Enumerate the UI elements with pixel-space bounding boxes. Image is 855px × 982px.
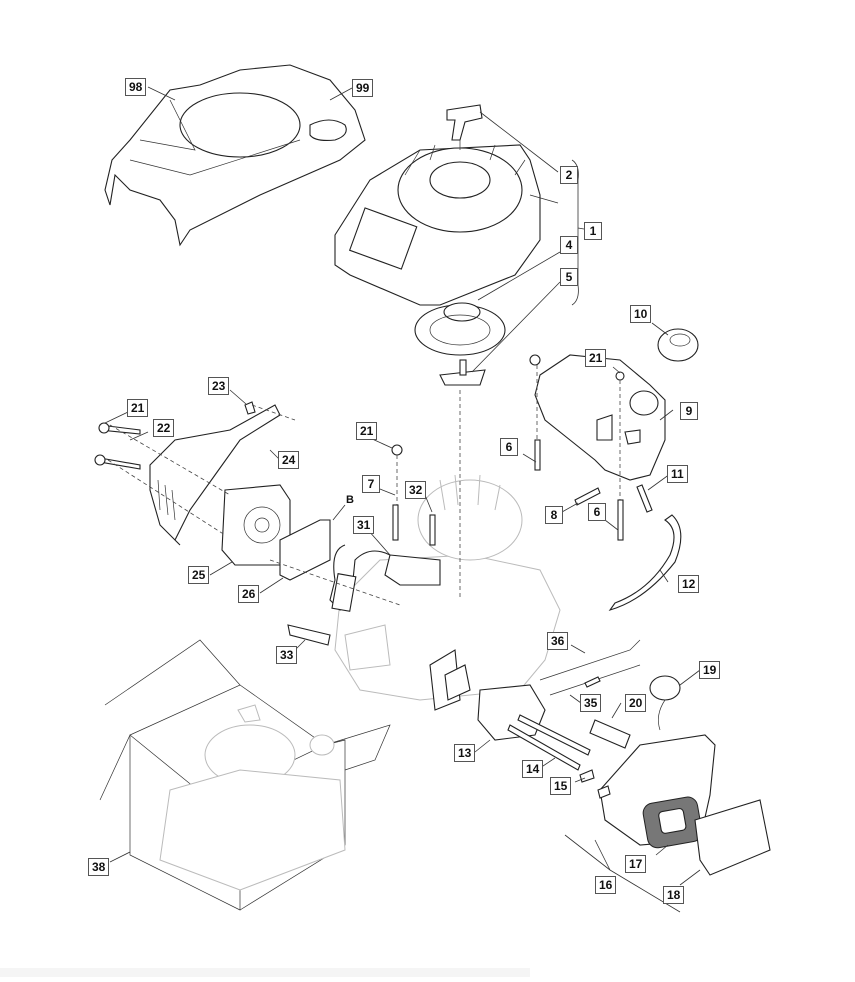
muffler-shield-drawing [94, 401, 281, 546]
part-label-26[interactable]: 26 [238, 585, 260, 603]
part-label-18[interactable]: 18 [663, 886, 685, 904]
muffler-gasket-drawing [279, 519, 331, 581]
part-label-23[interactable]: 23 [208, 377, 230, 395]
engine-box-drawing [99, 639, 391, 911]
recoil-starter-drawing [334, 104, 541, 386]
part-label-32[interactable]: 32 [405, 481, 427, 499]
part-label-4[interactable]: 4 [560, 236, 578, 254]
part-label-16[interactable]: 16 [595, 876, 617, 894]
part-label-20[interactable]: 20 [625, 694, 647, 712]
reference-mark-b: B [346, 494, 354, 506]
part-label-19[interactable]: 19 [699, 661, 721, 679]
part-label-9[interactable]: 9 [680, 402, 698, 420]
part-label-33[interactable]: 33 [276, 646, 298, 664]
part-label-1[interactable]: 1 [584, 222, 602, 240]
part-label-35[interactable]: 35 [580, 694, 602, 712]
tank-fasteners [529, 354, 653, 541]
part-label-17[interactable]: 17 [625, 855, 647, 873]
primer-drawing [589, 675, 681, 749]
part-label-12[interactable]: 12 [678, 575, 700, 593]
part-label-98[interactable]: 98 [125, 78, 147, 96]
part-label-11[interactable]: 11 [667, 465, 688, 483]
footer-bar [0, 968, 530, 977]
engine-block-drawing [334, 390, 561, 701]
part-label-14[interactable]: 14 [522, 760, 544, 778]
part-label-24[interactable]: 24 [278, 451, 300, 469]
governor-rods-drawing [539, 639, 641, 696]
part-label-21-tank[interactable]: 21 [585, 349, 607, 367]
part-label-99[interactable]: 99 [352, 79, 374, 97]
part-label-5[interactable]: 5 [560, 268, 578, 286]
carburetor-drawing [429, 649, 591, 771]
top-cover-drawing [104, 64, 366, 247]
part-label-8[interactable]: 8 [545, 506, 563, 524]
fuel-tank-drawing [534, 328, 699, 481]
part-label-7[interactable]: 7 [362, 475, 380, 493]
part-label-21-coil[interactable]: 21 [356, 422, 378, 440]
ignition-coil-drawing [329, 444, 441, 612]
part-label-36[interactable]: 36 [547, 632, 569, 650]
part-label-13[interactable]: 13 [454, 744, 476, 762]
part-label-38[interactable]: 38 [88, 858, 110, 876]
part-label-2[interactable]: 2 [560, 166, 578, 184]
part-label-25[interactable]: 25 [188, 566, 210, 584]
part-label-31[interactable]: 31 [353, 516, 375, 534]
spark-plug-drawing [287, 624, 331, 646]
air-filter-drawing [579, 734, 771, 876]
part-label-10[interactable]: 10 [630, 305, 652, 323]
part-label-6-right[interactable]: 6 [588, 503, 606, 521]
part-label-22[interactable]: 22 [153, 419, 175, 437]
part-label-15[interactable]: 15 [550, 777, 572, 795]
part-label-6-left[interactable]: 6 [500, 438, 518, 456]
part-label-21-muffler[interactable]: 21 [127, 399, 149, 417]
fuel-hose-drawing [608, 514, 682, 611]
